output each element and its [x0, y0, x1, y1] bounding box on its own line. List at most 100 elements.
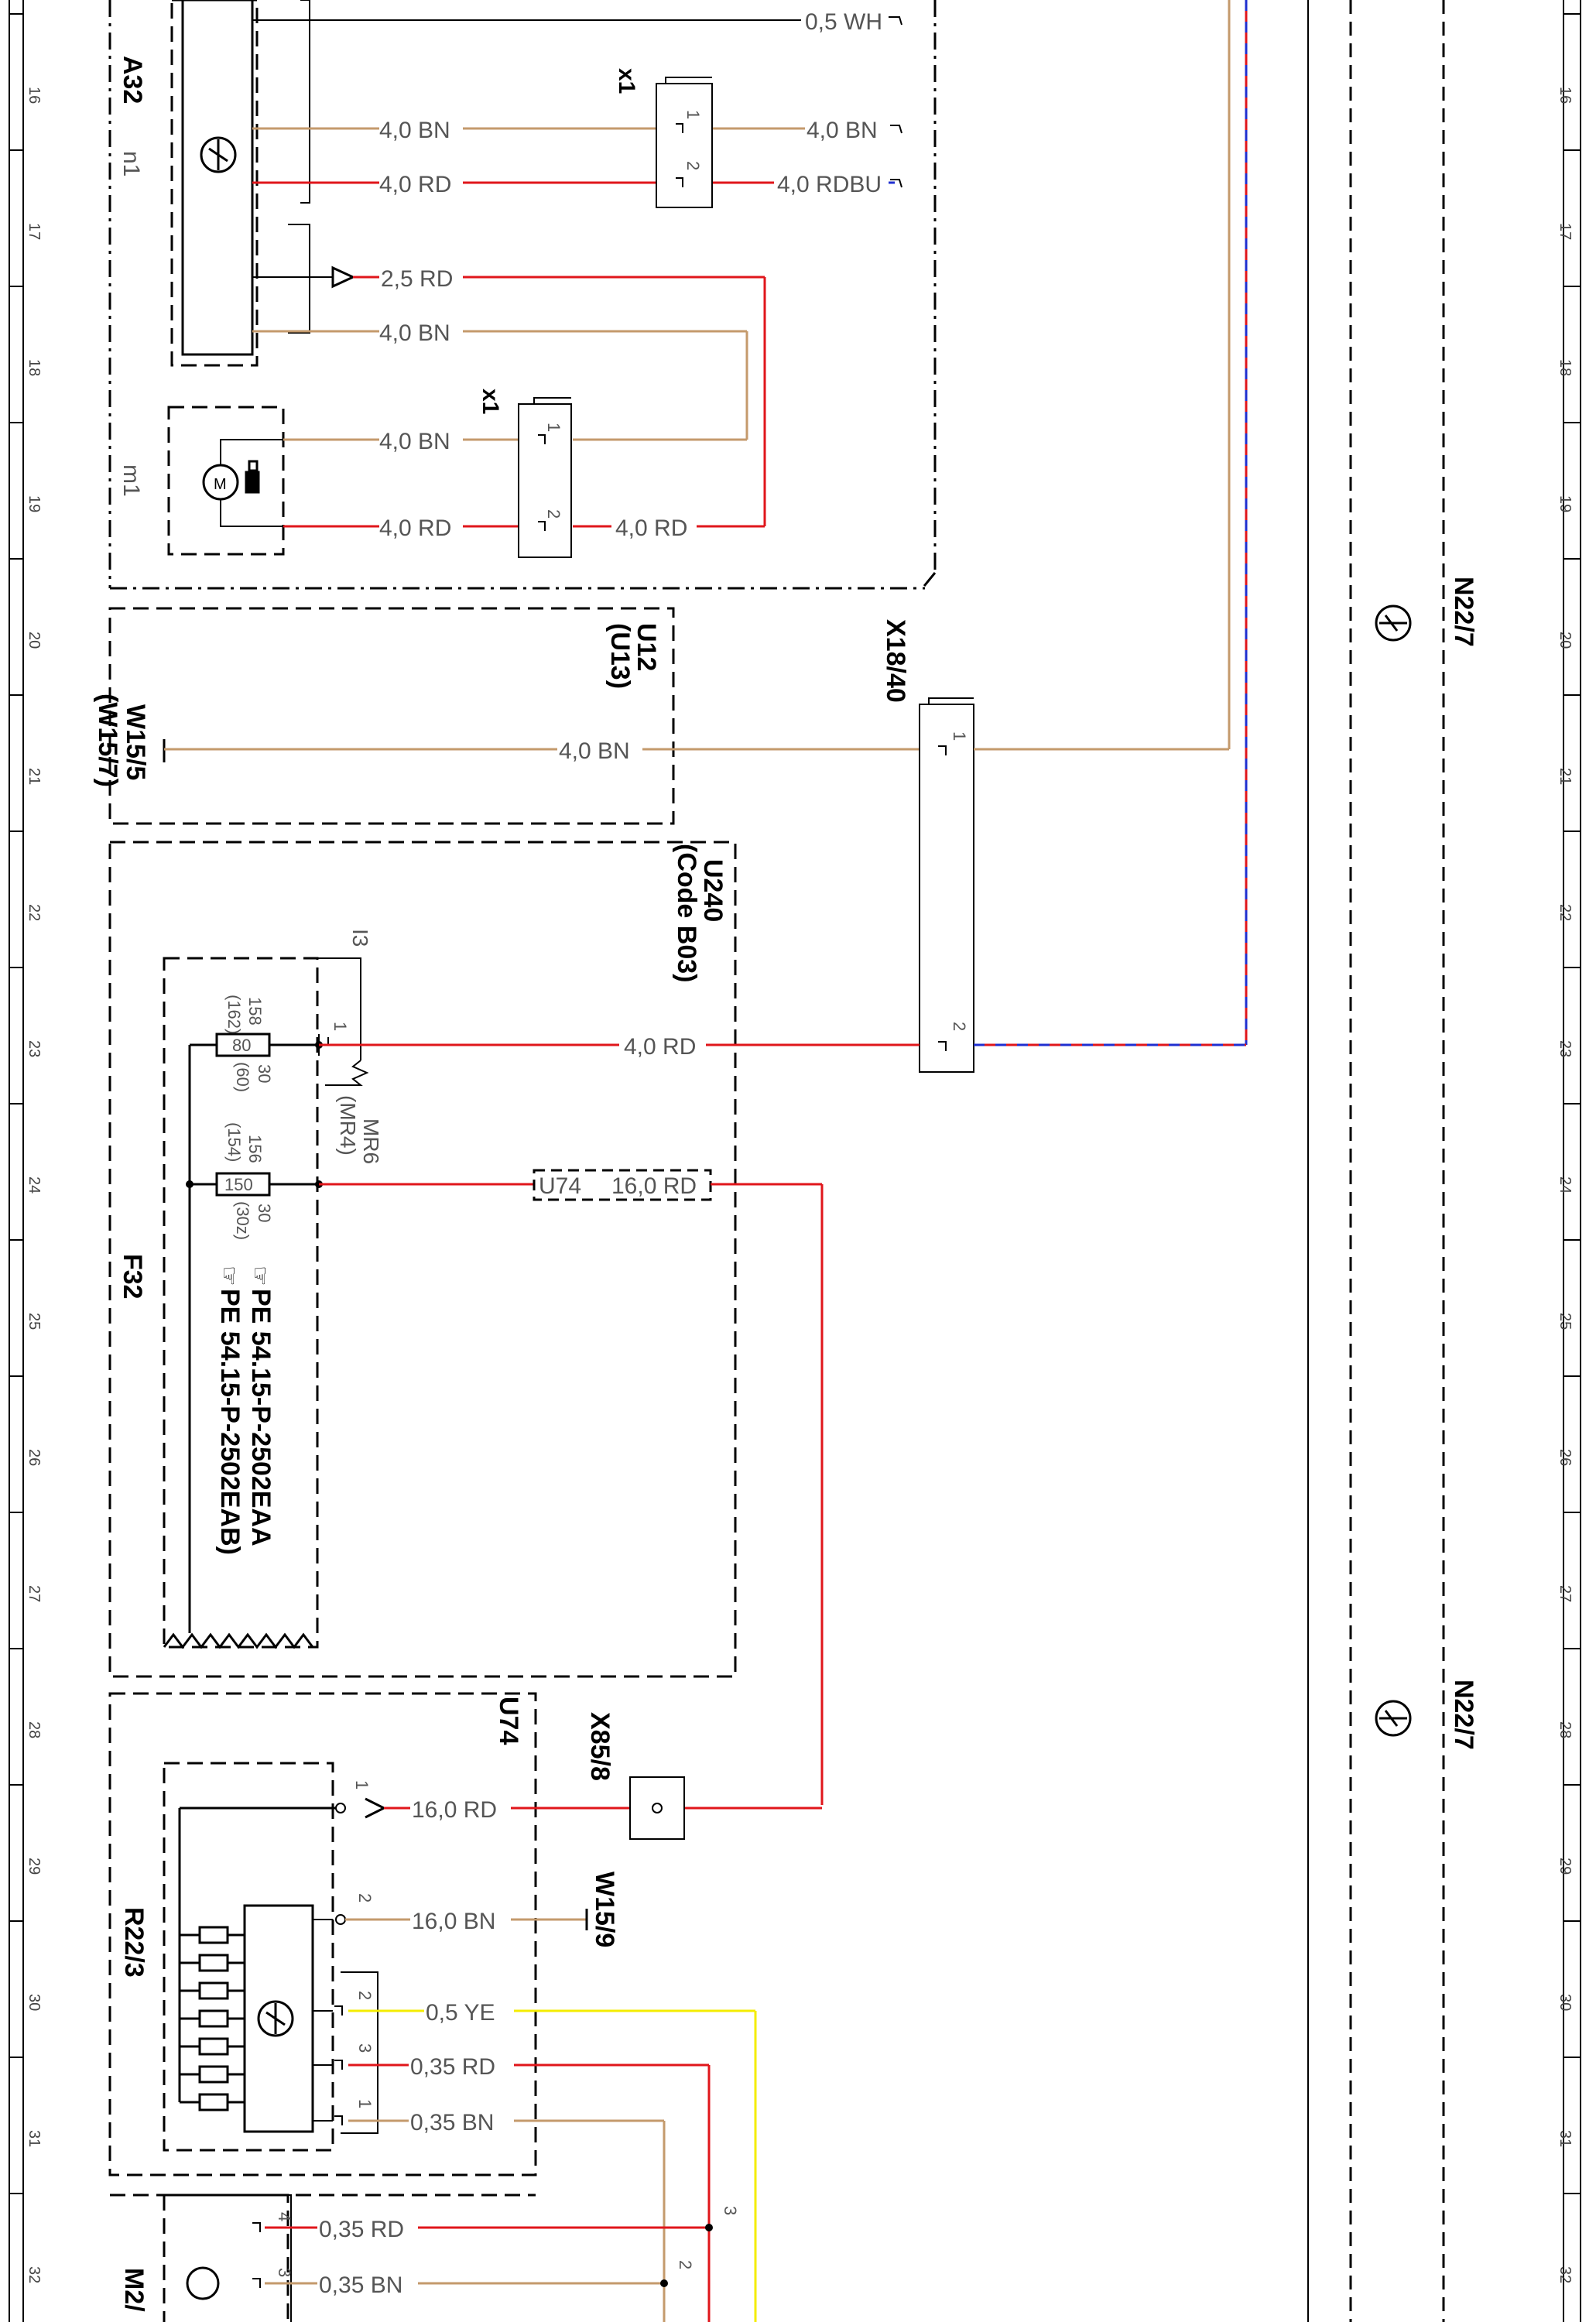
wire-rd-1: 4,0 RD 4,0 RDBU: [252, 172, 902, 197]
zone-number: 22: [1557, 904, 1574, 921]
x1-connector-mid: x1 1 2: [478, 389, 572, 558]
zone-number: 30: [26, 1994, 43, 2011]
zone-number: 19: [1557, 495, 1574, 512]
pin-number: 1: [544, 423, 563, 432]
wire-label: 0,5 YE: [426, 2000, 495, 2026]
pin-number: 4: [275, 2212, 294, 2221]
zone-number: 17: [26, 223, 43, 240]
zone-number: 23: [26, 1040, 43, 1057]
pin-number: 2: [676, 2260, 695, 2269]
wire-label: 16,0 RD: [412, 1797, 497, 1823]
zone-number: 28: [26, 1721, 43, 1738]
zone-number: 29: [1557, 1858, 1574, 1875]
module-label: (Code B03): [672, 844, 701, 982]
right-dashed-bus: [1349, 0, 1445, 2322]
zone-number: 26: [26, 1449, 43, 1466]
wire-rd-035: 0,35 RD 3: [334, 2043, 711, 2322]
heater-resistors: [178, 1808, 245, 2111]
module-label: A32: [118, 56, 147, 104]
fuse-value: 150: [224, 1175, 253, 1194]
zone-number: 20: [26, 632, 43, 649]
wire-bn-1: 4,0 BN 4,0 BN: [252, 118, 902, 143]
wire-bn-3: 4,0 BN: [283, 429, 534, 454]
wire-label: 4,0 BN: [379, 118, 450, 143]
zone-number: 32: [1557, 2266, 1574, 2283]
pin-number: 2: [355, 1893, 375, 1902]
wire-rd-3: 4,0 RD 4,0 RD: [283, 515, 765, 541]
fuse-terminal: 30: [255, 1204, 274, 1222]
wire-u74-rd: U74 16,0 RD: [319, 1169, 824, 1805]
wire-label: 4,0 RD: [615, 515, 687, 541]
i3-mr6: 1 I3 MR6 (MR4): [317, 929, 383, 1164]
fuse-terminal: (30z): [233, 1201, 252, 1240]
wire-rd-16: 16,0 RD 1: [335, 1780, 822, 1823]
ground-label: W15/5: [121, 704, 150, 780]
svg-text:M: M: [214, 476, 227, 493]
zone-number: 21: [1557, 768, 1574, 785]
connector-label: x1: [614, 68, 639, 94]
wire-label: 16,0 BN: [412, 1909, 495, 1934]
zone-number: 30: [1557, 1994, 1574, 2011]
wire-label: 4,0 BN: [559, 738, 630, 764]
zone-numbers-right: 16 17 18 19 20 21 22 23 24 25 26 27 28 2…: [1557, 87, 1574, 2283]
motor-icon: M: [202, 460, 260, 501]
sheet-frame: [9, 0, 1581, 2322]
wire-label: 4,0 RD: [624, 1034, 696, 1060]
wire-rd-25: 2,5 RD: [252, 265, 766, 526]
zone-number: 18: [1557, 359, 1574, 376]
ground-label: W15/9: [590, 1872, 619, 1947]
transistor-icon: [200, 136, 237, 173]
zone-number: 24: [1557, 1176, 1574, 1194]
inline-label: U74: [539, 1173, 581, 1199]
a32-block-frame: [108, 0, 937, 591]
n22-7-module-a: N22/7: [1375, 577, 1478, 647]
ground-label: (W15/7): [93, 694, 122, 787]
component-label: (MR4): [336, 1095, 360, 1156]
wire-ye: 0,5 YE 2: [334, 1991, 757, 2322]
zone-number: 21: [26, 768, 43, 785]
m1-motor: M m1: [118, 406, 285, 556]
zone-number: 23: [1557, 1040, 1574, 1057]
long-vertical-wires: [1228, 0, 1248, 1045]
transistor-icon: [1375, 604, 1412, 642]
component-label: m1: [118, 464, 144, 497]
module-label: U12: [632, 623, 661, 671]
wire-label: 0,35 RD: [319, 2217, 404, 2242]
fuse-terminal: 158: [245, 997, 265, 1026]
wire-bn-035b: 0,35 BN 2: [252, 2260, 695, 2298]
wire-label: 4,0 RD: [379, 515, 451, 541]
wire-label: 4,0 BN: [379, 429, 450, 454]
wire-wh: 0,5 WH: [252, 9, 902, 35]
wire-label: 0,35 BN: [319, 2272, 402, 2298]
pin-number: 1: [331, 1022, 350, 1031]
zone-number: 22: [26, 904, 43, 921]
zone-number: 27: [26, 1585, 43, 1602]
zone-number: 25: [1557, 1313, 1574, 1330]
zone-number: 27: [1557, 1585, 1574, 1602]
n22-7-module-b: N22/7: [1375, 1680, 1478, 1750]
zone-numbers-left: 16 17 18 19 20 21 22 23 24 25 26 27 28 2…: [26, 87, 43, 2283]
zone-number: 32: [26, 2266, 43, 2283]
fuse-terminal: 156: [245, 1135, 265, 1163]
module-label: N22/7: [1449, 1680, 1478, 1750]
x18-40-connector: X18/40 1 2: [881, 619, 1246, 1073]
module-label: U240: [698, 859, 728, 922]
module-label: R22/3: [119, 1907, 149, 1978]
wire-bn-4: 4,0 BN: [164, 738, 1229, 764]
zone-number: 26: [1557, 1449, 1574, 1466]
f32-fuse-carrier: F32: [118, 957, 319, 1649]
fuse-terminal: (60): [233, 1062, 252, 1092]
zone-number: 31: [1557, 2130, 1574, 2147]
wire-bn-035: 0,35 BN 1: [334, 2099, 666, 2322]
connector-label: X18/40: [881, 619, 910, 703]
pin-number: 2: [544, 509, 563, 519]
transistor-icon: [257, 2000, 294, 2037]
motor-icon: [186, 2266, 220, 2300]
wire-label: 0,35 BN: [410, 2110, 494, 2135]
zone-number: 16: [26, 87, 43, 104]
x85-8-connector: X85/8: [585, 1712, 685, 1840]
a32-connector: [288, 0, 310, 334]
wire-bn-16: 16,0 BN 2 W15/9: [335, 1872, 619, 1947]
reference-icon: ☞: [247, 1265, 272, 1286]
connector-label: X85/8: [585, 1712, 615, 1781]
